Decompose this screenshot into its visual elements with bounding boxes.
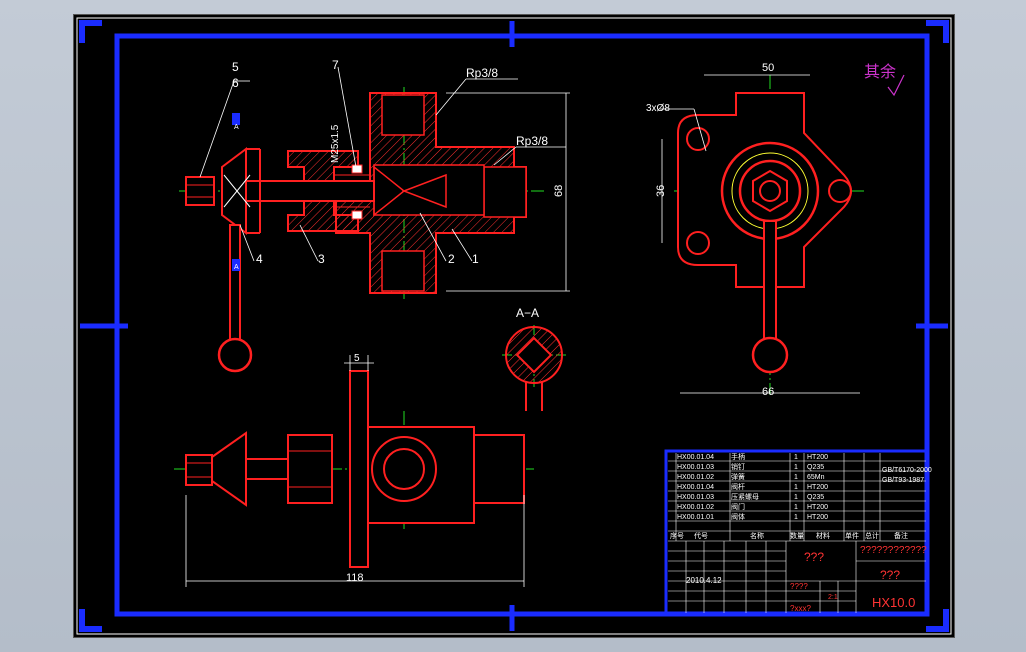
drawing-frame bbox=[76, 17, 952, 635]
section-marker-bottom: A bbox=[234, 264, 239, 271]
hole-spec: 3xØ8 bbox=[646, 103, 670, 114]
balloon-2: 2 bbox=[448, 252, 455, 266]
section-marker-top: A bbox=[234, 124, 239, 131]
sheet: ???? bbox=[790, 582, 808, 591]
part-mat-6: HT200 bbox=[807, 504, 828, 511]
balloon-6: 6 bbox=[232, 76, 239, 90]
part-mat-3: 65Mn bbox=[807, 474, 825, 481]
part-name-6: 阀门 bbox=[731, 502, 745, 511]
part-name-7: 阀体 bbox=[731, 512, 745, 521]
hdr-remark: 备注 bbox=[894, 531, 908, 540]
dim-118: 118 bbox=[346, 572, 364, 584]
drawing-number: HX10.0 bbox=[872, 595, 915, 610]
part-qty-3: 1 bbox=[794, 474, 798, 481]
part-mat-1: HT200 bbox=[807, 454, 828, 461]
thread-label: M25x1.5 bbox=[330, 124, 341, 163]
part-mat-7: HT200 bbox=[807, 514, 828, 521]
part-qty-4: 1 bbox=[794, 484, 798, 491]
part-code-5: HX00.01.03 bbox=[677, 494, 714, 501]
scale: 2:1 bbox=[828, 594, 838, 601]
surface-note: 其余 bbox=[864, 62, 896, 81]
balloon-3: 3 bbox=[318, 252, 325, 266]
pipe-thread-right: Rp3/8 bbox=[516, 134, 548, 148]
title-right: ???????????? bbox=[860, 545, 927, 556]
part-qty-7: 1 bbox=[794, 514, 798, 521]
hdr-unit: 单件 bbox=[845, 531, 859, 540]
balloon-5: 5 bbox=[232, 60, 239, 74]
date: 2010.4.12 bbox=[686, 576, 722, 585]
section-a-a: A−A bbox=[502, 306, 566, 411]
part-name-2: 销钉 bbox=[731, 462, 745, 471]
part-code-6: HX00.01.02 bbox=[677, 504, 714, 511]
front-section-view: A A 68 M25x1.5 Rp3/8 Rp3/8 5 6 7 4 3 bbox=[179, 58, 570, 373]
part-name-5: 压紧螺母 bbox=[731, 492, 759, 501]
dim-36: 36 bbox=[655, 185, 667, 197]
part-mat-5: Q235 bbox=[807, 494, 824, 501]
top-view: 5 118 bbox=[174, 353, 534, 587]
misc: ?xxx? bbox=[790, 604, 811, 613]
hdr-no: 序号 bbox=[670, 531, 684, 540]
title-block: HX00.01.04 手柄 1 HT200 HX00.01.03 销钉 1 Q2… bbox=[664, 449, 932, 615]
balloon-1: 1 bbox=[472, 252, 479, 266]
part-code-4: HX00.01.04 bbox=[677, 484, 714, 491]
part-std-3: GB/T93-1987 bbox=[882, 477, 924, 484]
part-qty-5: 1 bbox=[794, 494, 798, 501]
part-code-2: HX00.01.03 bbox=[677, 464, 714, 471]
surface-roughness-note: 其余 bbox=[864, 62, 905, 97]
part-mat-4: HT200 bbox=[807, 484, 828, 491]
part-name-4: 阀杆 bbox=[731, 482, 745, 491]
part-mat-2: Q235 bbox=[807, 464, 824, 471]
balloon-7: 7 bbox=[332, 58, 339, 72]
part-code-7: HX00.01.01 bbox=[677, 514, 714, 521]
hdr-qty: 数量 bbox=[790, 531, 804, 540]
part-qty-2: 1 bbox=[794, 464, 798, 471]
pipe-thread-top: Rp3/8 bbox=[466, 66, 498, 80]
section-label: A−A bbox=[516, 306, 539, 320]
side-view: 50 36 66 3xØ8 bbox=[646, 62, 864, 398]
hdr-material: 材料 bbox=[816, 531, 830, 540]
hdr-code: 代号 bbox=[694, 531, 708, 540]
part-code-3: HX00.01.02 bbox=[677, 474, 714, 481]
balloon-4: 4 bbox=[256, 252, 263, 266]
part-qty-6: 1 bbox=[794, 504, 798, 511]
part-name-3: 弹簧 bbox=[731, 472, 745, 481]
dim-68: 68 bbox=[553, 185, 565, 197]
dim-5: 5 bbox=[354, 353, 360, 364]
part-code-1: HX00.01.04 bbox=[677, 454, 714, 461]
cad-drawing-viewport[interactable]: A A 68 M25x1.5 Rp3/8 Rp3/8 5 6 7 4 3 bbox=[73, 14, 955, 638]
hdr-name: 名称 bbox=[750, 531, 764, 540]
dim-50: 50 bbox=[762, 62, 774, 74]
title-left: ??? bbox=[804, 550, 824, 564]
school: ??? bbox=[880, 568, 900, 582]
hdr-total: 总计 bbox=[865, 531, 879, 540]
part-qty-1: 1 bbox=[794, 454, 798, 461]
part-std-2: GB/T6170-2000 bbox=[882, 467, 932, 474]
dim-66: 66 bbox=[762, 386, 774, 398]
part-name-1: 手柄 bbox=[731, 452, 745, 461]
